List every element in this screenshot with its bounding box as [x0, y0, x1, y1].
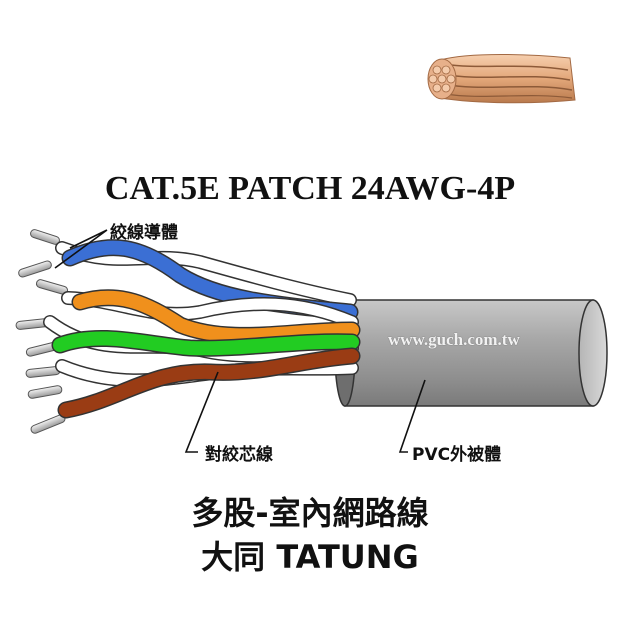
pvc-jacket: [334, 299, 608, 407]
website-watermark: www.guch.com.tw: [388, 330, 520, 349]
stranded-copper-icon: [427, 54, 576, 104]
brown-twisted-pair: [55, 347, 361, 419]
orange-twisted-pair: [61, 289, 361, 344]
conductor-label: 絞線導體: [110, 223, 178, 243]
twisted-pair-label: 對絞芯線: [205, 445, 273, 465]
product-brand: 大同 TATUNG: [201, 538, 419, 576]
green-twisted-pair: [43, 315, 361, 363]
product-name: 多股-室內網路線: [191, 494, 429, 532]
product-title: CAT.5E PATCH 24AWG-4P: [104, 170, 516, 207]
jacket-label: PVC外被體: [412, 445, 502, 465]
callout-lines: [54, 229, 426, 453]
